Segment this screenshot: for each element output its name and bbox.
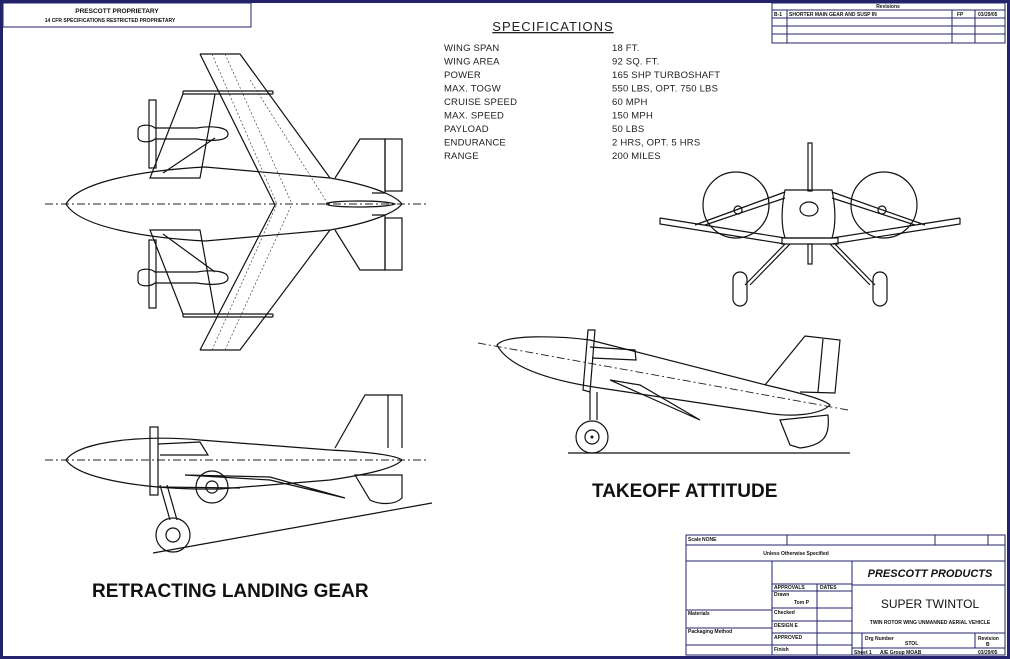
revision-date: 03/29/05	[978, 12, 998, 18]
spec-value: 2 HRS, OPT. 5 HRS	[612, 138, 700, 149]
drawn-by: Tom P	[794, 600, 810, 606]
top-view-drawing	[45, 53, 428, 351]
scale-label: Scale	[688, 537, 701, 543]
company-name: PRESCOTT PRODUCTS	[868, 568, 993, 580]
takeoff-attitude-caption: TAKEOFF ATTITUDE	[592, 481, 777, 502]
dates-label: DATES	[820, 585, 837, 591]
packaging-label: Packaging Method	[688, 629, 732, 635]
revision-by: FP	[957, 12, 964, 18]
spec-label: PAYLOAD	[444, 124, 489, 135]
specifications-table: SPECIFICATIONS WING SPAN 18 FT. WING AREA 9…	[444, 19, 720, 162]
revision-id: B-1	[774, 12, 782, 18]
drawing-title: SUPER TWINTOL	[881, 597, 980, 611]
scale-value: NONE	[702, 537, 717, 543]
spec-label: WING AREA	[444, 57, 500, 68]
spec-label: MAX. TOGW	[444, 84, 501, 95]
revisions-heading: Revisions	[876, 4, 900, 10]
retracting-gear-caption: RETRACTING LANDING GEAR	[92, 581, 369, 602]
spec-value: 50 LBS	[612, 124, 644, 135]
drawn-label: Drawn	[774, 592, 789, 598]
spec-value: 550 LBS, OPT. 750 LBS	[612, 84, 718, 95]
design-eng-label: DESIGN E	[774, 623, 799, 629]
revision-description: SHORTER MAIN GEAR AND SUSP IN	[789, 12, 877, 18]
spec-label: CRUISE SPEED	[444, 97, 517, 108]
release-note: Unless Otherwise Specified	[763, 551, 829, 557]
spec-value: 165 SHP TURBOSHAFT	[612, 70, 720, 81]
spec-value: 200 MILES	[612, 151, 661, 162]
spec-label: WING SPAN	[444, 43, 499, 54]
date-label: 03/29/05	[978, 650, 998, 656]
spec-label: MAX. SPEED	[444, 111, 504, 122]
revision-value: B	[986, 642, 990, 648]
approved-label: APPROVED	[774, 635, 802, 641]
proprietary-subtitle: 14 CFR SPECIFICATIONS RESTRICTED PROPRIE…	[45, 18, 176, 24]
sheet-label: Sheet 1	[854, 650, 872, 656]
revision-table: Revisions B-1 SHORTER MAIN GEAR AND SUSP…	[771, 2, 1006, 44]
spec-label: POWER	[444, 70, 481, 81]
drawing-number: STOL	[905, 641, 918, 647]
size-label: A/E Group MOAB	[880, 650, 922, 656]
proprietary-box: PRESCOTT PROPRIETARY 14 CFR SPECIFICATIO…	[2, 2, 252, 28]
title-block: Scale NONE Unless Otherwise Specified AP…	[685, 534, 1006, 656]
materials-label: Materials	[688, 611, 710, 617]
takeoff-view-drawing	[477, 329, 850, 454]
retracting-gear-view-drawing	[45, 394, 433, 554]
spec-label: ENDURANCE	[444, 138, 506, 149]
spec-label: RANGE	[444, 151, 479, 162]
finish-label: Finish	[774, 647, 789, 653]
spec-value: 60 MPH	[612, 97, 648, 108]
checked-label: Checked	[774, 610, 795, 616]
spec-value: 92 SQ. FT.	[612, 57, 659, 68]
revision-label: Revision	[978, 636, 999, 642]
spec-value: 18 FT.	[612, 43, 640, 54]
proprietary-title: PRESCOTT PROPRIETARY	[75, 8, 159, 15]
drawing-number-label: Drg Number	[865, 636, 894, 642]
spec-value: 150 MPH	[612, 111, 653, 122]
approvals-label: APPROVALS	[774, 585, 805, 591]
drawing-subtitle: TWIN ROTOR WING UNMANNED AERIAL VEHICLE	[870, 620, 991, 626]
front-view-drawing	[659, 142, 961, 307]
specifications-title: SPECIFICATIONS	[492, 19, 613, 34]
